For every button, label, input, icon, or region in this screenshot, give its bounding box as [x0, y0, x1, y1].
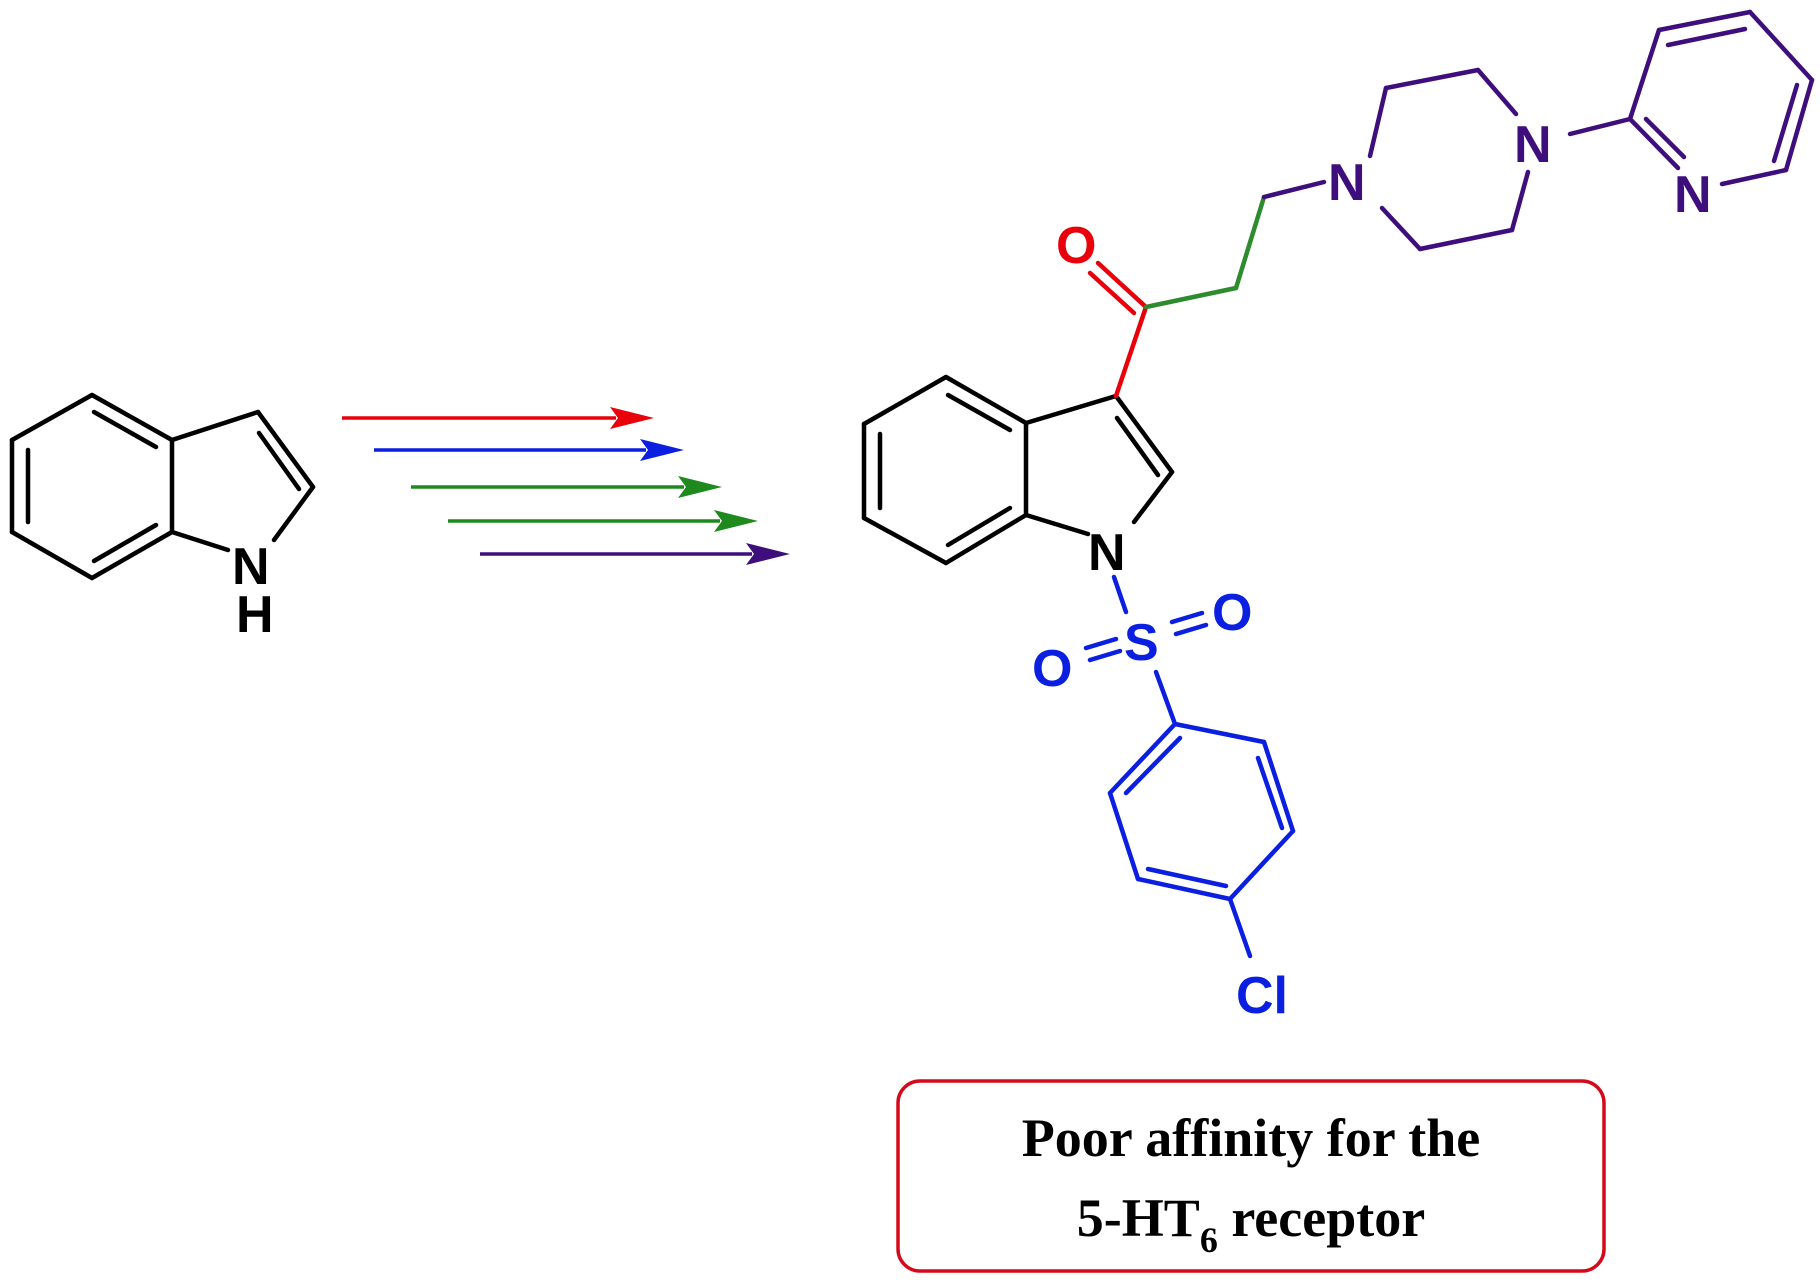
note-line-1: Poor affinity for the [1022, 1108, 1480, 1168]
carbonyl-oxygen-label: O [1056, 217, 1096, 275]
piperazinyl-pyridine [1261, 9, 1815, 252]
indole-h-label: H [236, 586, 274, 644]
chlorine-label: Cl [1236, 967, 1288, 1025]
product-indole-n-label: N [1088, 524, 1126, 582]
note-line-2-suffix: receptor [1218, 1188, 1425, 1248]
sulfonyl-oxygen-right-label: O [1212, 584, 1252, 642]
reaction-arrows [342, 407, 790, 565]
arrow-blue [374, 439, 684, 461]
arrow-purple [480, 543, 790, 565]
sulfonyl-oxygen-left-label: O [1032, 640, 1072, 698]
note-line-2: 5-HT6 receptor [1077, 1188, 1425, 1260]
pyridine-n-label: N [1674, 166, 1712, 224]
piperazine-n-left-label: N [1328, 154, 1366, 212]
piperazine-n-right-label: N [1514, 116, 1552, 174]
sulfur-label: S [1124, 614, 1159, 672]
sulfonyl-group [1083, 574, 1296, 959]
arrow-red [342, 407, 654, 429]
alkyl-linker [1143, 194, 1267, 310]
product-indole-core [861, 374, 1175, 566]
arrow-green-1 [411, 476, 722, 498]
indole-n-label: N [232, 538, 270, 596]
note-line-2-subscript: 6 [1200, 1220, 1218, 1260]
arrow-green-2 [448, 510, 758, 532]
note-line-2-prefix: 5-HT [1077, 1188, 1200, 1248]
carbonyl-group [1087, 260, 1149, 399]
indole-structure [9, 392, 316, 581]
affinity-note-box: Poor affinity for the 5-HT6 receptor [896, 1079, 1606, 1273]
